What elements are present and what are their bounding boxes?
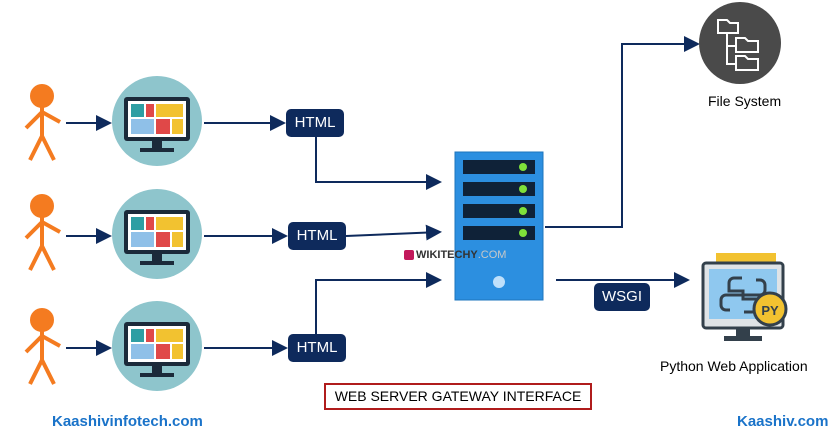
wsgi-label: WSGI	[594, 283, 650, 311]
python-web-app-icon: PY	[701, 253, 788, 341]
py-badge: PY	[761, 303, 779, 318]
watermark: WIKITECHY.COM	[404, 249, 506, 261]
python-app-caption: Python Web Application	[660, 358, 808, 374]
html-label-3: HTML	[288, 334, 346, 362]
connector-html1-server	[315, 137, 442, 190]
file-system-folder-tree-icon	[699, 2, 781, 84]
watermark-logo-icon	[404, 250, 414, 261]
user-3-person-icon	[24, 308, 61, 385]
user-2-person-icon	[24, 194, 61, 271]
client-2-desktop-monitor-icon	[112, 189, 202, 279]
connector-server-filesystem	[545, 36, 700, 228]
client-1-desktop-monitor-icon	[112, 76, 202, 166]
client-3-desktop-monitor-icon	[112, 301, 202, 391]
html-label-2: HTML	[288, 222, 346, 250]
user-1-person-icon	[24, 84, 61, 161]
file-system-caption: File System	[708, 93, 782, 109]
connector-html2-server	[345, 224, 442, 241]
web-server-tower-icon	[454, 151, 544, 301]
watermark-suffix: .COM	[477, 249, 507, 261]
footer-left-brand: Kaashivinfotech.com	[52, 413, 203, 430]
diagram-title: WEB SERVER GATEWAY INTERFACE	[324, 383, 592, 410]
connector-html3-server	[315, 272, 442, 334]
watermark-brand: WIKITECHY	[416, 249, 478, 261]
html-label-1: HTML	[286, 109, 344, 137]
footer-right-brand: Kaashiv.com	[737, 413, 829, 430]
